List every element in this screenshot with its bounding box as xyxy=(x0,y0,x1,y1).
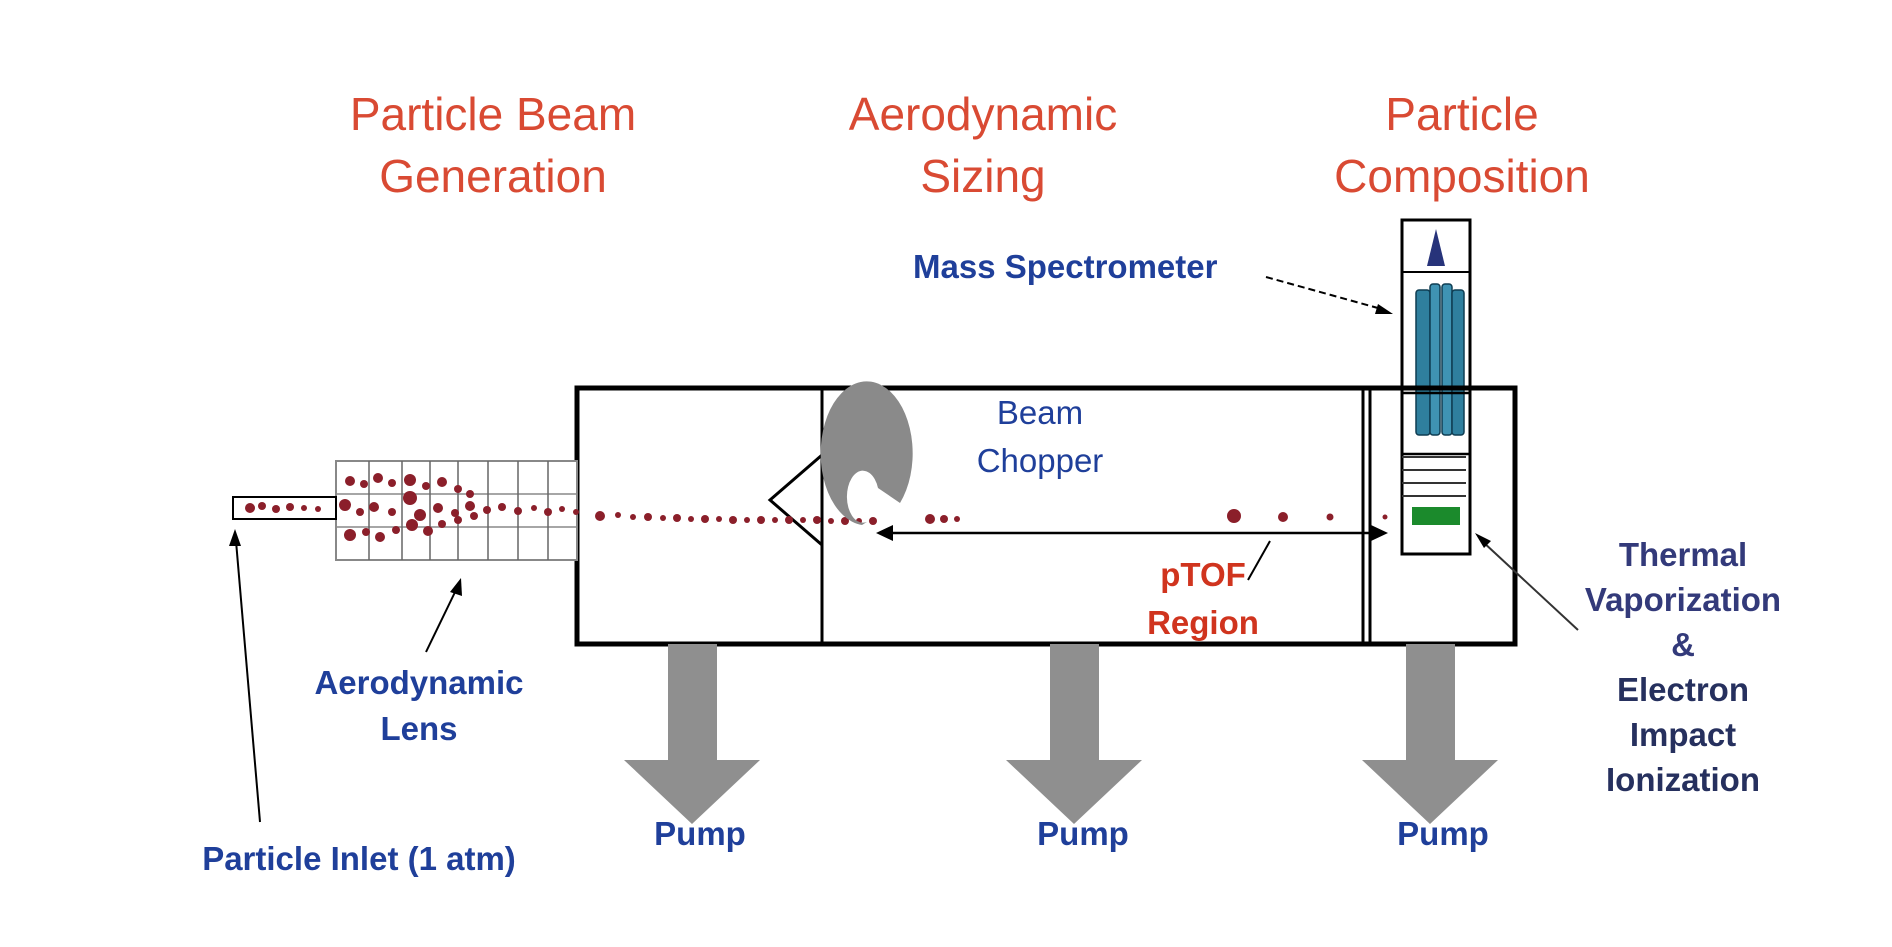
mass-spectrometer-label: Mass Spectrometer xyxy=(913,248,1218,285)
section-title-sizing: Aerodynamic Sizing xyxy=(849,88,1117,202)
thermal-vaporization-label: Thermal Vaporization & Electron Impact I… xyxy=(1585,536,1781,798)
vaporizer-detector xyxy=(1412,507,1460,525)
ion-detector-cone-icon xyxy=(1427,229,1445,266)
svg-text:Vaporization: Vaporization xyxy=(1585,581,1781,618)
section-title-composition: Particle Composition xyxy=(1334,88,1590,202)
aerodynamic-lens-label: Aerodynamic Lens xyxy=(314,664,523,747)
particle-inlet-label: Particle Inlet (1 atm) xyxy=(202,840,516,877)
thermal-pointer-line xyxy=(1481,540,1579,631)
pump-label: Pump xyxy=(1037,815,1129,852)
svg-text:Chopper: Chopper xyxy=(977,442,1104,479)
particle-beam xyxy=(245,473,1388,542)
svg-text:Ionization: Ionization xyxy=(1606,761,1760,798)
ion-optics-lines xyxy=(1402,456,1466,497)
particle-inlet-tube xyxy=(232,496,337,520)
svg-text:Aerodynamic: Aerodynamic xyxy=(314,664,523,701)
svg-text:pTOF: pTOF xyxy=(1160,556,1246,593)
svg-text:Thermal: Thermal xyxy=(1619,536,1747,573)
pump-label: Pump xyxy=(1397,815,1489,852)
ptof-region-label: pTOF Region xyxy=(1147,556,1259,641)
ptof-double-arrow xyxy=(876,525,1388,581)
svg-text:&: & xyxy=(1671,626,1695,663)
aerodynamic-lens-arrow xyxy=(425,578,462,653)
beam-chopper-wheel xyxy=(820,381,913,525)
pump-arrow-icon xyxy=(624,644,760,824)
pump-arrow-icon xyxy=(1362,644,1498,824)
svg-text:Electron: Electron xyxy=(1617,671,1749,708)
svg-text:Generation: Generation xyxy=(379,150,607,202)
svg-text:Particle: Particle xyxy=(1385,88,1538,140)
svg-text:Aerodynamic: Aerodynamic xyxy=(849,88,1117,140)
svg-text:Sizing: Sizing xyxy=(920,150,1045,202)
quadrupole-rods xyxy=(1415,283,1465,436)
pump-arrow-icon xyxy=(1006,644,1142,824)
particle-inlet-arrow xyxy=(229,529,261,823)
svg-text:Beam: Beam xyxy=(997,394,1083,431)
thermal-pointer-arrowhead xyxy=(1475,533,1491,548)
beam-chopper-label: Beam Chopper xyxy=(977,394,1104,479)
skimmer-cone xyxy=(767,453,823,547)
svg-text:Lens: Lens xyxy=(380,710,457,747)
svg-text:Composition: Composition xyxy=(1334,150,1590,202)
mass-spectrometer-arrow xyxy=(1265,276,1393,314)
svg-text:Impact: Impact xyxy=(1630,716,1736,753)
pump-label: Pump xyxy=(654,815,746,852)
section-title-beam-generation: Particle Beam Generation xyxy=(350,88,636,202)
svg-text:Particle Beam: Particle Beam xyxy=(350,88,636,140)
svg-text:Region: Region xyxy=(1147,604,1259,641)
